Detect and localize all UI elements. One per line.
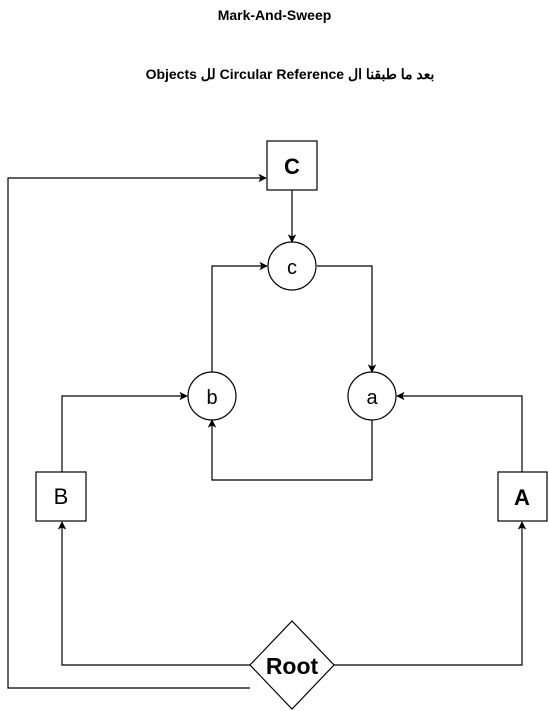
edge-root-to-A [334,521,527,666]
diagram-subtitle: بعد ما طبقنا ال Circular Reference لل Ob… [145,66,435,82]
node-small-c: c [267,241,317,291]
edge-A-to-a [396,391,523,472]
node-B-label: B [54,484,69,509]
node-small-a-label: a [366,387,378,409]
node-B: B [35,471,87,522]
node-small-a: a [347,371,397,421]
edge-c-to-a [317,265,377,373]
node-A: A [497,471,548,522]
node-root: Root [249,620,335,710]
diagram-title: Mark-And-Sweep [217,7,332,23]
edge-root-to-C [7,173,267,689]
node-small-b-label: b [206,387,217,409]
node-A-label: A [514,485,530,510]
edge-b-to-c [211,261,268,372]
node-root-label: Root [266,653,319,679]
node-C-label: C [284,154,300,179]
node-small-b: b [187,371,237,421]
edge-root-to-B [57,521,250,666]
node-small-c-label: c [287,257,297,279]
edge-a-to-b [207,419,373,481]
node-C: C [266,140,318,191]
edge-B-to-b [61,391,188,472]
